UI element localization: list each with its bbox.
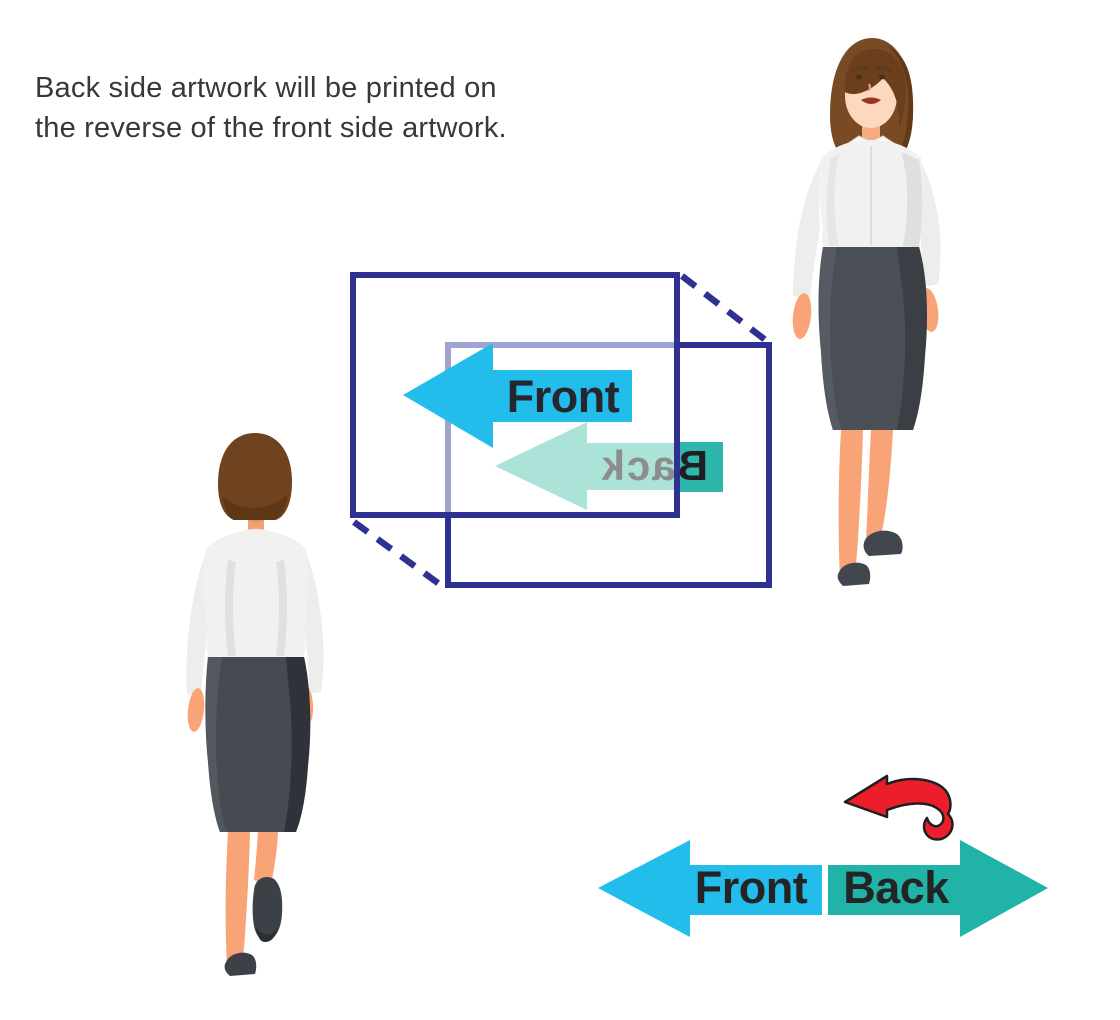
woman-back-leg-left <box>225 832 250 970</box>
woman-back-hand-left <box>187 688 205 732</box>
woman-back-hair <box>218 433 292 520</box>
woman-front-figure <box>792 38 941 586</box>
woman-front-blouse-shade-left <box>826 154 839 246</box>
legend-back-label: Back <box>843 862 950 913</box>
front-arrow <box>403 343 632 448</box>
woman-front-skirt <box>818 247 927 430</box>
sheet-diagram: Front Back <box>350 272 772 589</box>
caption-text: Back side artwork will be printed on the… <box>35 68 507 148</box>
svg-text:Back: Back <box>600 442 708 489</box>
woman-front-skirt-shade <box>897 247 927 430</box>
legend-back-arrow <box>828 840 1048 937</box>
front-back-legend: Front Back <box>598 774 1048 937</box>
woman-front-eye-left <box>855 74 863 80</box>
woman-back-skirt-highlight <box>205 657 227 832</box>
woman-back-blouse <box>203 530 309 657</box>
woman-front-sleeve-left <box>793 158 825 300</box>
woman-back-hair-shade <box>222 494 288 520</box>
woman-back-blouse-shade-left <box>225 560 236 656</box>
front-arrow-label: Front <box>507 371 620 422</box>
back-arrow-mirrored-label: Back <box>600 442 708 489</box>
back-arrow-seen-through <box>495 422 723 510</box>
mirrored-label-rest: ack <box>600 442 676 489</box>
woman-front-eye-right <box>878 74 886 80</box>
woman-back-shoe-right-sole-edge <box>256 926 278 942</box>
woman-front-shoe-left <box>837 562 871 586</box>
businesswoman-front-view <box>792 38 941 586</box>
caption-line-2: the reverse of the front side artwork. <box>35 112 507 144</box>
woman-back-shoe-left <box>224 952 257 976</box>
flip-arrow-icon <box>843 774 954 841</box>
legend-front-arrow <box>598 840 822 937</box>
front-sheet <box>350 272 680 518</box>
woman-back-figure <box>186 433 324 976</box>
woman-front-leg-right <box>866 430 893 546</box>
woman-back-skirt <box>205 657 311 832</box>
woman-front-bangs <box>844 48 906 128</box>
fold-dash-top-right <box>680 273 770 345</box>
back-sheet-visible-border <box>445 342 772 588</box>
caption-line-1: Back side artwork will be printed on <box>35 72 497 104</box>
woman-front-hair-shade <box>887 46 914 166</box>
woman-front-brows <box>851 66 892 73</box>
woman-back-skirt-shade <box>284 657 311 832</box>
mirrored-label-first-letter: B <box>676 442 708 489</box>
woman-back-blouse-shade-right <box>276 560 287 656</box>
businesswoman-back-view <box>186 433 324 976</box>
woman-back-leg-right <box>254 832 278 888</box>
woman-front-nose <box>868 83 871 92</box>
woman-back-shoe-right-sole <box>252 877 283 940</box>
fold-dash-bottom-left <box>352 519 444 589</box>
legend-front-label: Front <box>695 862 808 913</box>
woman-front-lips <box>861 97 881 104</box>
woman-front-hand-left <box>792 293 812 339</box>
back-arrow-solid-part <box>678 442 723 492</box>
woman-front-skirt-highlight <box>819 247 842 430</box>
woman-front-shoe-right <box>863 530 903 556</box>
woman-front-blouse-shade-right <box>901 152 923 247</box>
woman-front-leg-left <box>838 430 863 580</box>
